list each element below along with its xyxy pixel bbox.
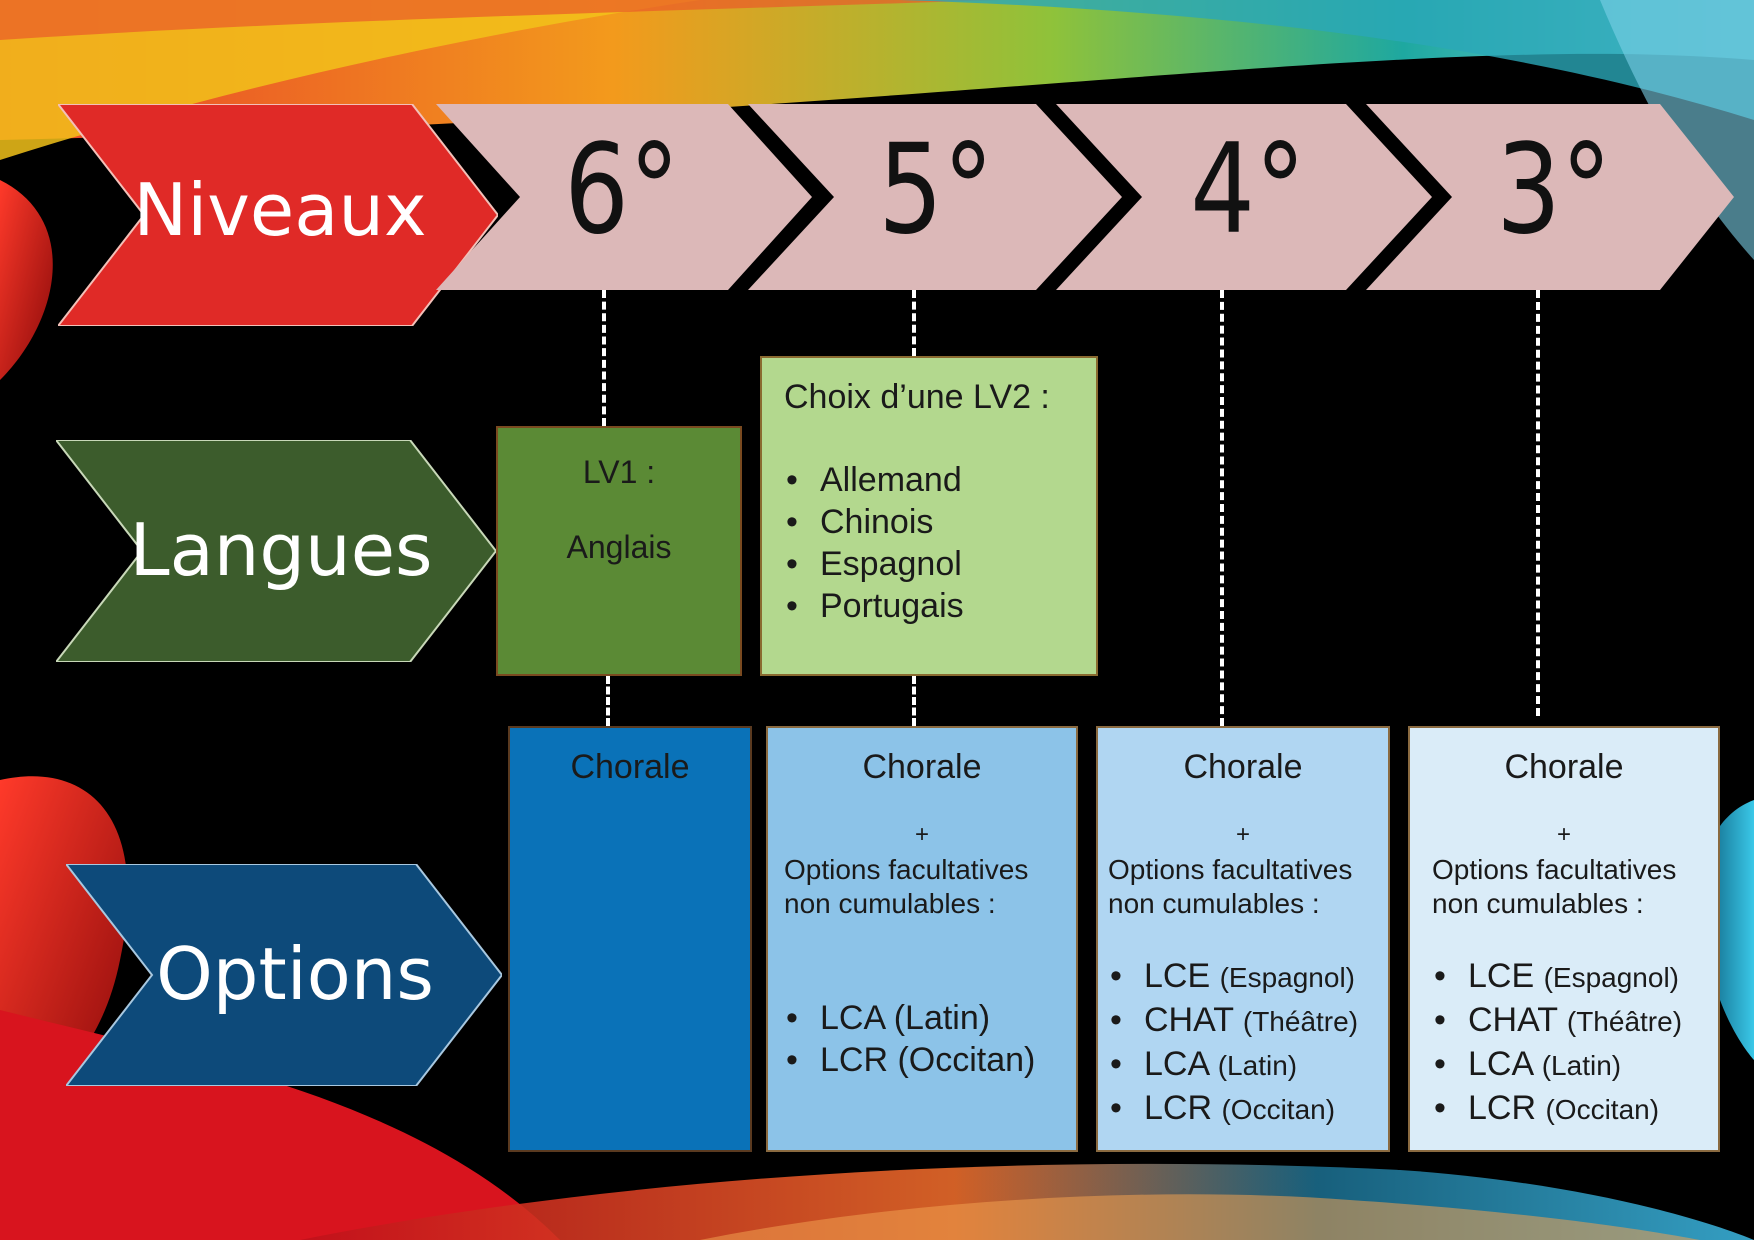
niveaux-label: Niveaux (133, 168, 427, 252)
lv2-item: Allemand (784, 459, 1096, 501)
level-5-label: 5° (878, 118, 994, 262)
options-5-list: LCA (Latin) LCR (Occitan) (784, 997, 1076, 1081)
options-5-plus: + (914, 821, 929, 848)
options-4-item: LCR (Occitan) (1108, 1087, 1388, 1131)
options-4-item: CHAT (Théâtre) (1108, 999, 1388, 1043)
connector-6-bottom (606, 676, 610, 726)
options-4-list: LCE (Espagnol) CHAT (Théâtre) LCA (Latin… (1108, 955, 1388, 1131)
levels-band (436, 104, 1734, 290)
options-5-title: Chorale (862, 748, 982, 786)
options-6-title: Chorale (570, 748, 690, 786)
niveaux-chevron (58, 104, 498, 326)
options-5-box: Chorale + Options facultatives non cumul… (766, 726, 1078, 1152)
level-chevron-3 (1366, 104, 1734, 290)
lv1-box: LV1 : Anglais (496, 426, 742, 676)
level-6-label: 6° (564, 118, 680, 262)
connector-3 (1536, 290, 1540, 716)
level-chevron-4 (1056, 104, 1432, 290)
options-chevron (66, 864, 502, 1086)
options-6-box: Chorale (508, 726, 752, 1152)
connector-6-top (602, 290, 606, 426)
level-chevron-6 (436, 104, 812, 290)
lv2-title: Choix d’une LV2 : (784, 378, 1050, 416)
options-3-box: Chorale + Options facultatives non cumul… (1408, 726, 1720, 1152)
connector-4 (1220, 290, 1224, 726)
lv2-item: Portugais (784, 585, 1096, 627)
options-5-item: LCA (Latin) (784, 997, 1076, 1039)
options-3-title: Chorale (1504, 748, 1624, 786)
langues-chevron (56, 440, 496, 662)
options-3-item: LCR (Occitan) (1432, 1087, 1718, 1131)
options-label: Options (156, 932, 434, 1016)
connector-5-bottom (912, 676, 916, 726)
options-5-desc: Options facultatives non cumulables : (784, 854, 1029, 919)
level-chevron-5 (748, 104, 1122, 290)
options-4-box: Chorale + Options facultatives non cumul… (1096, 726, 1390, 1152)
lv2-item: Chinois (784, 501, 1096, 543)
lv1-title: LV1 : (582, 454, 656, 490)
options-3-item: LCE (Espagnol) (1432, 955, 1718, 999)
lv2-box: Choix d’une LV2 : Allemand Chinois Espag… (760, 356, 1098, 676)
options-4-desc: Options facultatives non cumulables : (1108, 854, 1353, 919)
options-3-plus: + (1556, 821, 1571, 848)
options-5-item: LCR (Occitan) (784, 1039, 1076, 1081)
options-4-item: LCE (Espagnol) (1108, 955, 1388, 999)
lv2-item: Espagnol (784, 543, 1096, 585)
options-4-item: LCA (Latin) (1108, 1043, 1388, 1087)
options-3-item: LCA (Latin) (1432, 1043, 1718, 1087)
lv1-value: Anglais (566, 529, 672, 565)
level-3-label: 3° (1496, 118, 1612, 262)
options-4-plus: + (1235, 821, 1250, 848)
lv2-list: Allemand Chinois Espagnol Portugais (784, 459, 1096, 627)
options-3-list: LCE (Espagnol) CHAT (Théâtre) LCA (Latin… (1432, 955, 1718, 1131)
options-4-title: Chorale (1183, 748, 1303, 786)
level-4-label: 4° (1190, 118, 1306, 262)
options-3-item: CHAT (Théâtre) (1432, 999, 1718, 1043)
options-3-desc: Options facultatives non cumulables : (1432, 854, 1677, 919)
langues-label: Langues (129, 508, 433, 592)
connector-5-top (912, 290, 916, 356)
